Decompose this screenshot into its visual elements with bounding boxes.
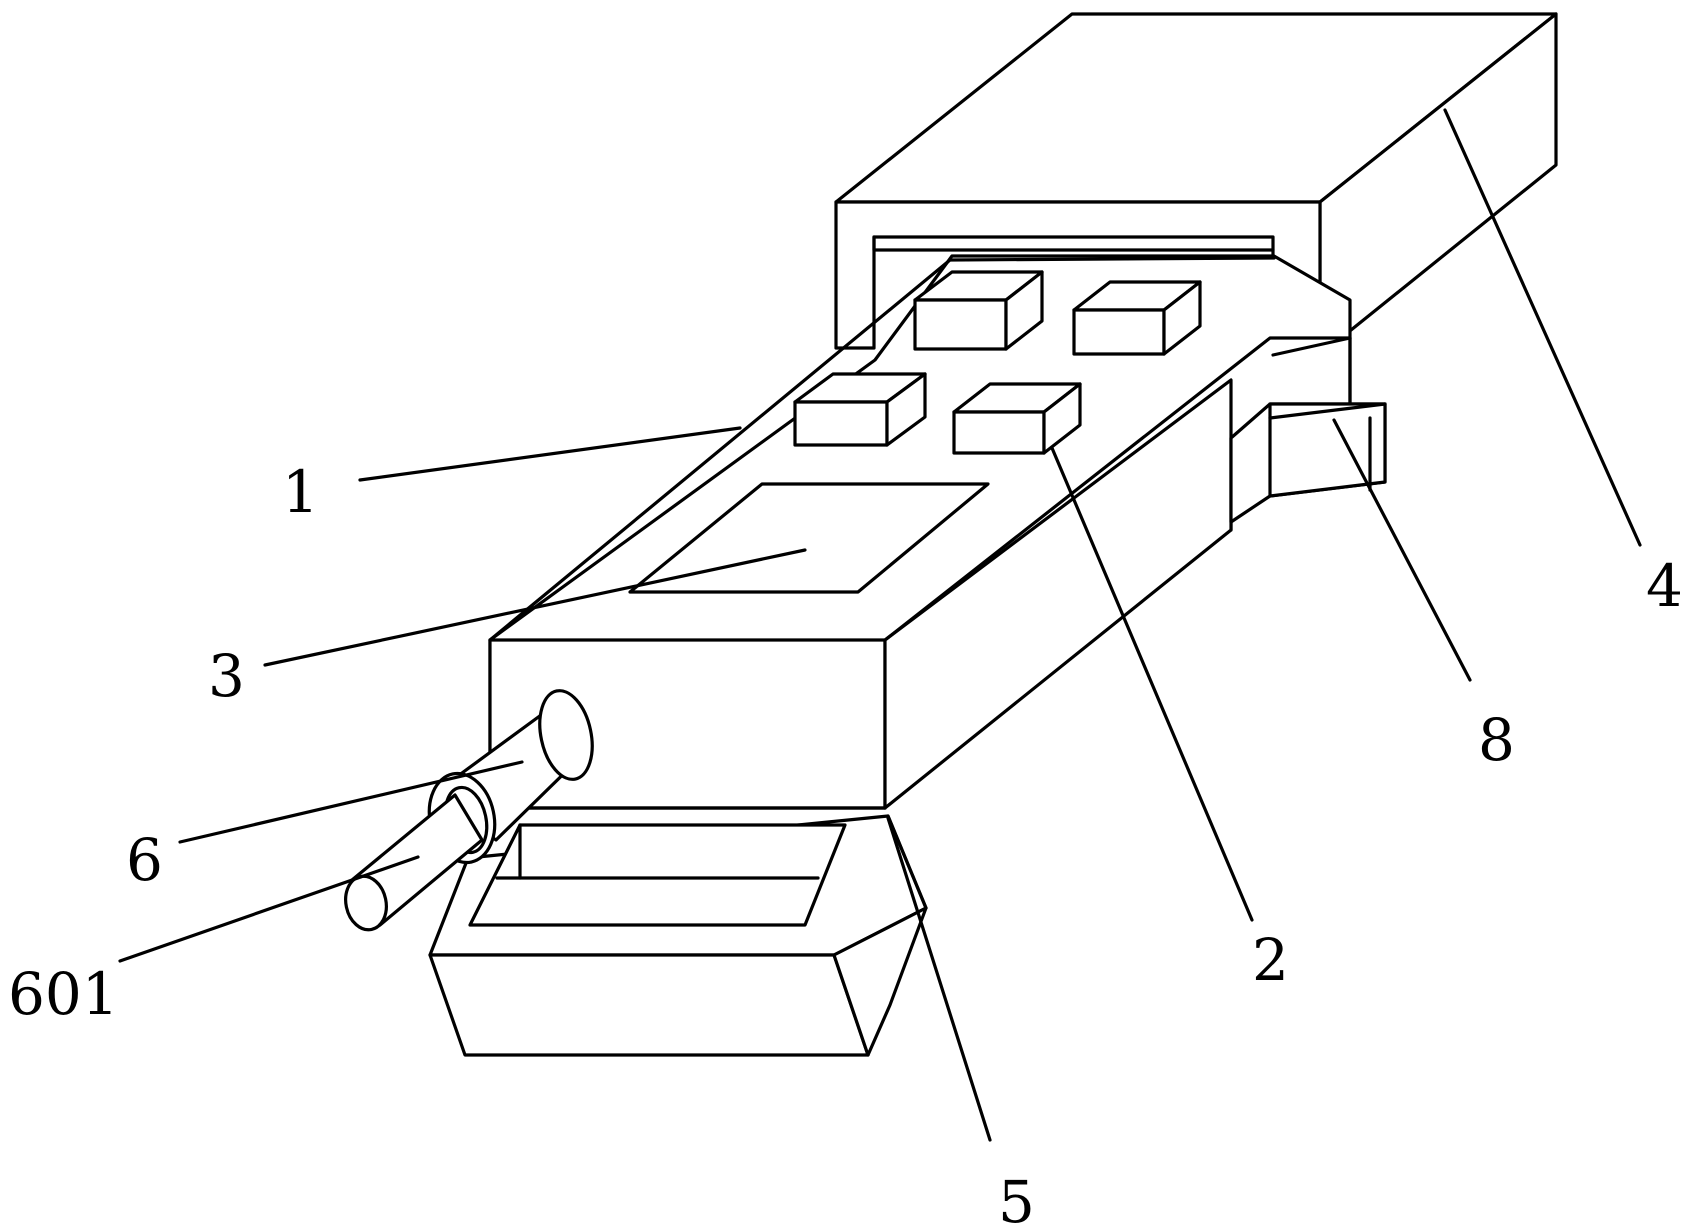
display-window	[628, 482, 990, 594]
reference-numerals: 1 3 6 601 5 2 8 4	[8, 458, 1683, 1232]
label-2: 2	[1252, 926, 1289, 994]
leader-line-8	[1332, 418, 1472, 682]
label-5: 5	[998, 1168, 1035, 1232]
top-cap-housing	[834, 12, 1558, 357]
label-8: 8	[1478, 706, 1515, 774]
leader-line-6	[178, 760, 524, 844]
leader-lines	[118, 108, 1642, 1142]
label-3: 3	[208, 642, 245, 710]
label-1: 1	[282, 458, 319, 526]
label-4: 4	[1646, 552, 1683, 620]
side-clip	[1229, 402, 1387, 524]
leader-line-5	[886, 816, 992, 1142]
label-6: 6	[126, 826, 163, 894]
leader-line-4	[1443, 108, 1642, 547]
leader-line-601	[118, 855, 420, 963]
leader-line-2	[1050, 446, 1254, 922]
button-1	[913, 270, 1044, 351]
leader-line-1	[358, 426, 742, 482]
leader-line-3	[263, 548, 807, 667]
button-3	[793, 372, 927, 447]
button-2	[1072, 280, 1202, 356]
button-4	[952, 382, 1082, 455]
label-601: 601	[8, 960, 119, 1028]
button-group	[793, 270, 1202, 455]
front-tray	[428, 806, 928, 1057]
